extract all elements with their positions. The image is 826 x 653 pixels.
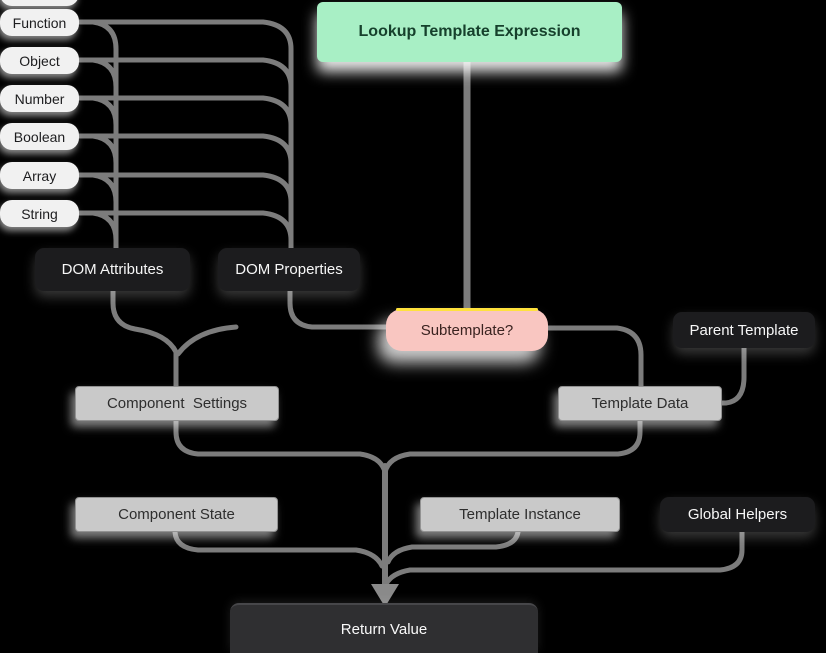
node-label: Template Instance bbox=[459, 506, 581, 523]
node-template-instance: Template Instance bbox=[420, 497, 620, 532]
edge-template-instance-merge bbox=[385, 529, 521, 565]
node-label: Lookup Template Expression bbox=[358, 23, 581, 40]
type-pill-label: Array bbox=[22, 167, 57, 184]
node-label: Component State bbox=[118, 506, 235, 523]
node-label: Return Value bbox=[340, 620, 428, 638]
node-parent-template: Parent Template bbox=[673, 312, 815, 348]
edge-array-dom-properties bbox=[76, 172, 294, 253]
node-component-state: Component State bbox=[75, 497, 278, 532]
type-pill-object: Object bbox=[0, 47, 79, 74]
type-pill-label: Number bbox=[14, 90, 65, 107]
type-pill-boolean: Boolean bbox=[0, 123, 79, 150]
node-component-settings: Component Settings bbox=[75, 386, 279, 421]
node-global-helpers: Global Helpers bbox=[660, 497, 815, 532]
edge-dom-attributes-component-settings bbox=[110, 288, 179, 391]
type-pill-function: Function bbox=[0, 9, 79, 36]
type-pill-partial bbox=[0, 0, 79, 6]
node-subtemplate: Subtemplate? bbox=[386, 308, 548, 351]
node-template-data: Template Data bbox=[558, 386, 722, 421]
node-label: Subtemplate? bbox=[420, 321, 514, 339]
type-pill-label: Function bbox=[12, 14, 67, 31]
edge-dom-properties-subtemplate bbox=[287, 288, 391, 330]
edge-function-dom-properties bbox=[76, 19, 294, 253]
type-pill-label: String bbox=[21, 205, 58, 222]
edge-object-dom-properties bbox=[76, 57, 294, 253]
edge-subtemplate-template-data bbox=[545, 325, 644, 391]
node-label: Parent Template bbox=[689, 321, 799, 339]
edge-string-dom-attributes bbox=[76, 210, 119, 253]
edge-component-state-merge bbox=[172, 529, 385, 569]
type-pill-number: Number bbox=[0, 85, 79, 112]
node-label: Component Settings bbox=[106, 395, 248, 412]
node-dom-attributes: DOM Attributes bbox=[35, 248, 190, 291]
edge-template-data-merge bbox=[382, 418, 643, 475]
edge-component-settings-merge bbox=[173, 418, 388, 475]
node-label: Template Data bbox=[591, 395, 689, 412]
type-pill-label: Object bbox=[19, 52, 60, 69]
node-return-value: Return Value bbox=[230, 603, 538, 653]
type-pill-string: String bbox=[0, 200, 79, 227]
type-pill-array: Array bbox=[0, 162, 79, 189]
edge-parent-template-template-data bbox=[719, 345, 747, 406]
node-dom-properties: DOM Properties bbox=[218, 248, 360, 291]
node-label: DOM Attributes bbox=[61, 261, 164, 278]
arrowhead-return-value bbox=[371, 584, 399, 607]
edge-global-helpers-merge bbox=[383, 529, 745, 587]
node-label: Global Helpers bbox=[687, 506, 788, 523]
type-pill-label: Boolean bbox=[13, 128, 66, 145]
edge-subtemplate-component-settings bbox=[175, 324, 239, 357]
edge-number-dom-properties bbox=[76, 95, 294, 253]
edge-boolean-dom-properties bbox=[76, 133, 294, 253]
node-lookup-template-expression: Lookup Template Expression bbox=[317, 2, 622, 62]
edge-string-dom-properties bbox=[76, 210, 294, 253]
node-label: DOM Properties bbox=[235, 261, 343, 278]
edge-boolean-dom-attributes bbox=[76, 133, 119, 253]
